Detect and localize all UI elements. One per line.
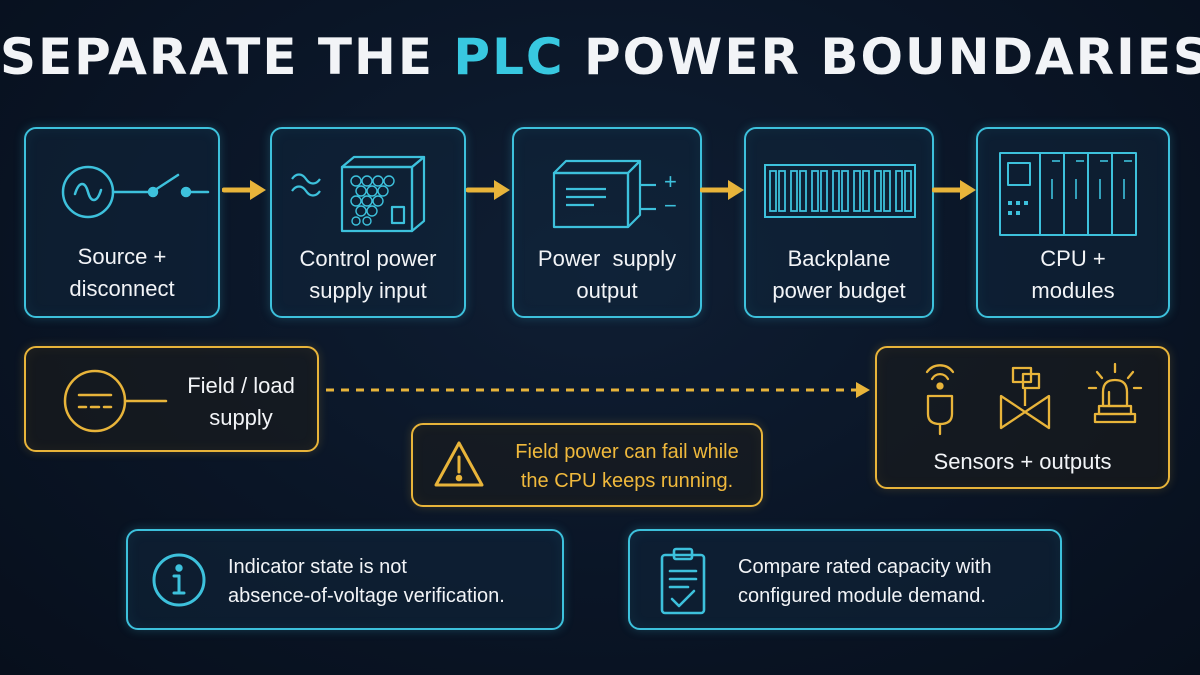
capacity-note-box: Compare rated capacity with configured m… xyxy=(628,529,1062,630)
control-power-label: Control power supply input xyxy=(272,243,464,307)
dc-output-icon xyxy=(552,159,656,229)
capacity-note-line1: Compare rated capacity with xyxy=(738,556,992,578)
output-label-line2: output xyxy=(576,278,638,303)
output-label-line1: Power supply xyxy=(537,246,677,271)
cpu-label-line2: modules xyxy=(1031,278,1115,303)
clipboard-check-icon xyxy=(660,547,706,615)
title-accent: PLC xyxy=(453,28,565,86)
warning-line1: Field power can fail while xyxy=(515,441,739,463)
title-part-2: POWER BOUNDARIES xyxy=(564,28,1200,86)
info-icon xyxy=(152,553,206,607)
backplane-label-line2: power budget xyxy=(772,278,906,303)
indicator-note-line2: absence-of-voltage verification. xyxy=(228,585,505,607)
backplane-slots-icon xyxy=(764,164,916,218)
power-supply-output-box: + − Power supply output xyxy=(512,127,702,318)
beacon-icon xyxy=(1087,362,1143,424)
warning-line2: the CPU keeps running. xyxy=(520,470,734,492)
capacity-note-line2: configured module demand. xyxy=(738,585,986,607)
valve-icon xyxy=(999,366,1051,430)
source-disconnect-label: Source + disconnect xyxy=(26,241,218,305)
title-part-1: SEPARATE THE xyxy=(0,28,454,86)
power-supply-output-label: Power supply output xyxy=(514,243,700,307)
page-title: SEPARATE THE PLC POWER BOUNDARIES xyxy=(0,28,1200,86)
sensor-icon xyxy=(925,364,955,436)
field-dashed-arrow xyxy=(326,382,870,398)
sensors-outputs-label: Sensors + outputs xyxy=(933,449,1112,474)
field-label-line2: supply xyxy=(209,405,273,430)
indicator-note-text: Indicator state is not absence-of-voltag… xyxy=(228,553,505,611)
warning-text: Field power can fail while the CPU keeps… xyxy=(497,438,757,496)
source-label-line2: disconnect xyxy=(69,276,175,301)
cpu-label-line1: CPU + xyxy=(1040,246,1106,271)
warning-box: Field power can fail while the CPU keeps… xyxy=(411,423,763,507)
field-label-line1: Field / load xyxy=(187,373,295,398)
cpu-modules-label: CPU + modules xyxy=(978,243,1168,307)
control-power-label-line1: Control power xyxy=(299,246,437,271)
control-power-label-line2: supply input xyxy=(309,278,427,303)
field-load-supply-box: Field / load supply xyxy=(24,346,319,452)
power-supply-module-icon xyxy=(291,155,426,233)
sensors-outputs-box: Sensors + outputs xyxy=(875,346,1170,489)
field-load-label: Field / load supply xyxy=(176,370,306,434)
backplane-label-line1: Backplane xyxy=(787,246,891,271)
capacity-note-text: Compare rated capacity with configured m… xyxy=(738,553,991,611)
source-label-line1: Source + xyxy=(77,244,167,269)
control-power-supply-input-box: Control power supply input xyxy=(270,127,466,318)
flow-arrow-3 xyxy=(700,180,744,200)
indicator-note-box: Indicator state is not absence-of-voltag… xyxy=(126,529,564,630)
flow-arrow-1 xyxy=(222,180,266,200)
dc-supply-icon xyxy=(63,369,168,433)
backplane-label: Backplane power budget xyxy=(746,243,932,307)
flow-arrow-2 xyxy=(466,180,510,200)
backplane-power-budget-box: Backplane power budget xyxy=(744,127,934,318)
output-plus-symbol: + xyxy=(664,169,677,194)
indicator-note-line1: Indicator state is not xyxy=(228,556,407,578)
cpu-modules-box: CPU + modules xyxy=(976,127,1170,318)
plc-rack-icon xyxy=(999,152,1137,236)
warning-icon xyxy=(434,441,484,487)
ac-source-switch-icon xyxy=(61,165,210,219)
output-minus-symbol: − xyxy=(664,193,677,218)
source-disconnect-box: Source + disconnect xyxy=(24,127,220,318)
flow-arrow-4 xyxy=(932,180,976,200)
